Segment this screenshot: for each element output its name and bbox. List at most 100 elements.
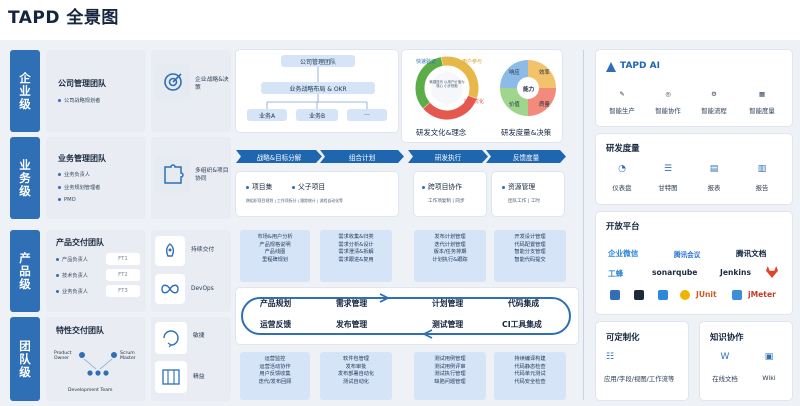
tree-mid-node: 业务战略布局 & OKR	[261, 82, 375, 94]
culture-seg-2: 用户参与	[462, 59, 483, 65]
bottombox-1-line-2: 运营活动协作	[259, 363, 291, 370]
business-team-name: 业务管理团队	[58, 154, 106, 163]
cycle-row1-2: 需求管理	[336, 299, 368, 308]
program-item-1: 项目集	[246, 181, 272, 191]
topbox-1: 市场&用户分析产品规格说明产品线图里程碑规划	[240, 230, 310, 282]
ai-item-1[interactable]: 智能生产	[609, 107, 635, 115]
sliders-icon[interactable]: ☷	[606, 352, 615, 362]
knowledge-card: 知识协作 W ▣ 在线文档 Wiki	[700, 322, 792, 400]
logo-sonarqube: sonarqube	[652, 268, 698, 277]
bottombox-1-line-3: 用户反馈收集	[259, 371, 291, 378]
logo-tencent-meeting: 腾讯会议	[674, 251, 701, 259]
feature-team-card: 特性交付团队 Product Owner Scrum Master Develo…	[46, 317, 146, 401]
ai-item-2[interactable]: 智能协作	[655, 107, 681, 115]
ai-flow-icon[interactable]: ⚙	[711, 90, 717, 98]
metrics-item-4[interactable]: 报告	[755, 184, 769, 192]
vertical-divider	[583, 50, 584, 400]
level-enterprise: 企业级	[10, 50, 40, 132]
feature-team-name: 特性交付团队	[56, 326, 104, 335]
bottombox-4-line-4: 代码安全检查	[514, 378, 546, 385]
metrics-item-2[interactable]: 甘特图	[658, 184, 678, 192]
culture-center: 敏捷迭代 以用户价值为核心 小步快跑	[429, 80, 465, 89]
business-role-2: 业务规划管理者	[58, 184, 100, 191]
bottombox-2-line-1: 软件包管理	[343, 356, 369, 362]
product-cap-2: DevOps	[191, 286, 214, 292]
gantt-icon[interactable]: ☰	[663, 164, 673, 174]
knowledge-item-1[interactable]: 在线文档	[712, 375, 738, 383]
cycle-row2-3: 测试管理	[432, 320, 464, 329]
ai-item-3[interactable]: 智能流程	[701, 107, 727, 115]
logo-junit: JUnit	[696, 290, 717, 299]
measure-seg-1: 响应	[509, 70, 520, 76]
ai-collab-icon[interactable]: ◎	[665, 90, 671, 98]
metrics-item-3[interactable]: 报表	[707, 184, 721, 192]
doc-report-icon[interactable]: ▥	[757, 164, 767, 174]
business-role-3: PMO	[58, 197, 76, 203]
resource-sub: 团队工作 | 工时	[508, 199, 541, 204]
custom-title: 可定制化	[606, 332, 640, 342]
topbox-4-line-1: 开发设计管理	[514, 234, 546, 240]
culture-ring	[415, 56, 479, 120]
measure-center: 能力	[523, 87, 535, 93]
metrics-item-1[interactable]: 仪表盘	[612, 184, 632, 192]
cycle-loop	[241, 293, 571, 339]
topbox-1-line-1: 市场&用户分析	[257, 234, 293, 240]
dashboard-icon[interactable]: ◔	[618, 164, 626, 174]
target-icon	[155, 64, 191, 100]
ai-item-4[interactable]: 智能度量	[749, 107, 775, 115]
cycle-row2-2: 发布管理	[336, 320, 368, 329]
measure-ring	[500, 60, 556, 116]
ai-gen-icon[interactable]: ✎	[619, 90, 625, 98]
ft-tag-1: FT1	[106, 253, 140, 265]
scrum-icon	[155, 322, 187, 354]
product-team-card: 产品交付团队 产品负责人 技术负责人 业务负责人 FT1 FT2 FT3	[46, 230, 146, 312]
wiki-icon[interactable]: ▣	[764, 352, 774, 362]
bottombox-2: 软件包管理发布审批发布部署自动化测试自动化	[320, 352, 392, 400]
level-business: 业务级	[10, 137, 40, 219]
open-platform-card: 开放平台 企业微信 腾讯会议 腾讯文档 工蜂 sonarqube Jenkins…	[596, 212, 792, 314]
app-icon-3	[658, 290, 668, 300]
cycle-row1-1: 产品规划	[260, 299, 292, 308]
topbox-4-line-2: 代码配置管理	[514, 241, 546, 248]
tree-top-node: 公司管理团队	[281, 55, 355, 67]
ft-tag-3: FT3	[106, 285, 140, 297]
level-team: 团队级	[10, 317, 40, 401]
custom-label[interactable]: 应用/字段/视图/工作流等	[604, 375, 675, 383]
topbox-3-line-1: 发布计划管理	[434, 234, 466, 240]
online-doc-icon[interactable]: W	[720, 352, 730, 362]
topbox-3: 发布计划管理迭代计划管理版本/任务排期计划执行&跟踪	[414, 230, 486, 282]
report-icon[interactable]: ▤	[709, 164, 719, 174]
tree-node-a: 业务A	[247, 109, 287, 121]
bottombox-3-line-1: 测试用例管理	[434, 356, 466, 362]
cross-project-box: 跨项目协作 工作项复制 | 同步	[414, 172, 486, 216]
bottombox-4-line-2: 代码静态检查	[514, 363, 546, 370]
flow-step-3: 研发执行	[408, 150, 488, 163]
topbox-4-line-4: 智能代码提交	[514, 256, 546, 263]
ai-logo: TAPD AI	[620, 61, 660, 71]
tapd-logo-icon	[606, 62, 616, 72]
bottombox-2-line-3: 发布部署自动化	[337, 371, 375, 378]
ai-measure-icon[interactable]: ▦	[758, 90, 766, 98]
bottombox-2-line-4: 测试自动化	[343, 378, 369, 385]
program-box: 项目集 父子项目 跨组织项目规划 | 工作项拆分 | 跟踪统计 | 流程自动化等	[236, 172, 398, 216]
logo-jmeter: jMeter	[748, 290, 776, 299]
business-capability-label: 多组织&项目协同	[195, 168, 229, 182]
enterprise-tree-card: 公司管理团队 业务战略布局 & OKR 业务A 业务B ···	[236, 50, 398, 132]
puzzle-icon	[155, 157, 191, 193]
cross-project-sub: 工作项复制 | 同步	[428, 199, 465, 204]
cycle-row1-3: 计划管理	[432, 299, 464, 308]
flow-step-2: 组合计划	[320, 150, 404, 163]
resource-box: 资源管理 团队工作 | 工时	[492, 172, 564, 216]
measure-seg-2: 效率	[539, 70, 550, 76]
metrics-card: 研发度量 ◔ ☰ ▤ ▥ 仪表盘 甘特图 报表 报告	[596, 134, 792, 204]
culture-seg-3: 持续优化	[464, 99, 485, 105]
measure-title: 研发度量&决策	[501, 128, 552, 137]
app-icon-1	[610, 290, 620, 300]
product-capability-card: 持续交付 DevOps	[151, 230, 231, 312]
cycle-row2-4: CI工具集成	[502, 320, 542, 329]
bottombox-3-line-3: 测试执行管理	[434, 371, 466, 378]
knowledge-item-2[interactable]: Wiki	[762, 374, 776, 382]
team-capability-card: 敏捷 精益	[151, 317, 231, 401]
team-cap-2: 精益	[193, 374, 205, 380]
enterprise-capability-card: 企业战略&决策	[151, 50, 231, 132]
